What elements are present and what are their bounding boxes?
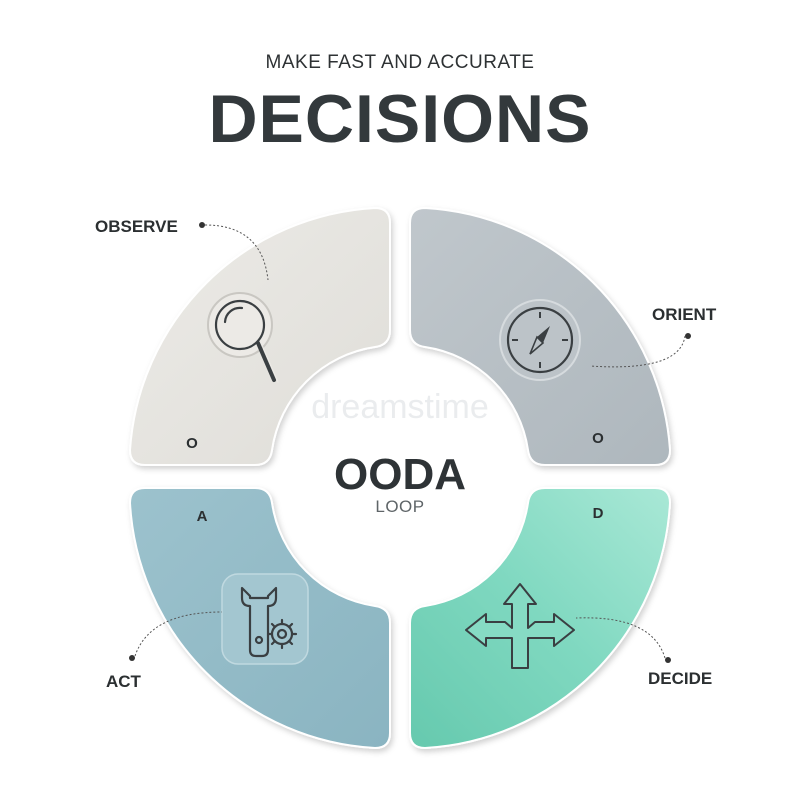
observe-label: OBSERVE	[95, 217, 178, 236]
magnifier-icon	[207, 292, 279, 383]
decide-connector	[575, 617, 671, 663]
quadrant-act	[128, 487, 391, 750]
decide-label: DECIDE	[648, 669, 712, 688]
act-label: ACT	[106, 672, 142, 691]
wrench-gear-icon	[221, 573, 309, 665]
quadrant-decide-shape	[409, 487, 672, 750]
orient-connector	[589, 333, 691, 368]
observe-letter: O	[186, 435, 198, 452]
split-arrows-icon	[465, 583, 575, 669]
compass-icon	[499, 299, 581, 381]
quadrant-decide	[409, 487, 672, 750]
orient-letter: O	[592, 430, 604, 447]
act-letter: A	[197, 508, 208, 525]
orient-label: ORIENT	[652, 305, 717, 324]
watermark-text: dreamstime	[311, 388, 489, 426]
quadrant-observe	[128, 206, 391, 466]
decide-letter: D	[593, 505, 604, 522]
quadrant-orient	[409, 206, 691, 466]
header-title: DECISIONS	[208, 81, 592, 157]
center-subtitle: LOOP	[375, 497, 424, 516]
act-connector	[129, 611, 223, 661]
header-subtitle: MAKE FAST AND ACCURATE	[265, 52, 535, 73]
observe-connector	[199, 222, 269, 281]
center-title: OODA	[334, 450, 466, 499]
